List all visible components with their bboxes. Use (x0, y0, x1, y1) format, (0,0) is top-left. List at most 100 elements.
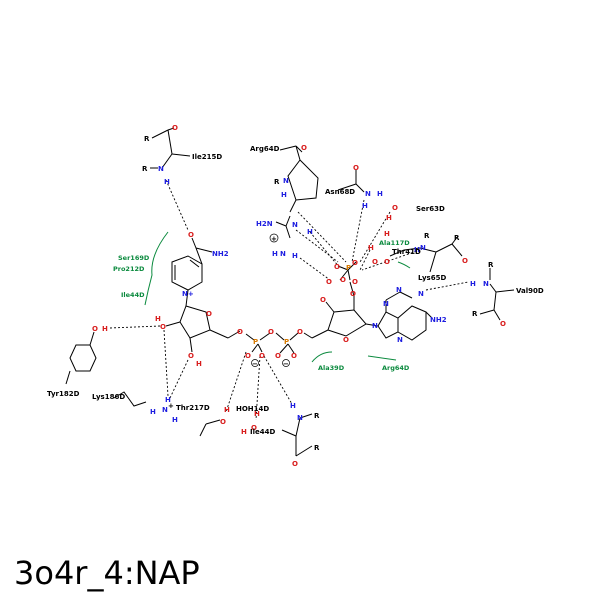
atom-N: N (365, 190, 371, 198)
residue-label-ala39: Ala39D (318, 364, 345, 372)
atom-N: N (292, 221, 298, 229)
atom-H: H (272, 250, 278, 258)
atom-R: R (142, 165, 148, 173)
atom-O: O (343, 336, 349, 344)
atom-H: H (155, 315, 161, 323)
residue-label-ala117: Ala117D (379, 239, 410, 247)
atom-minus: − (283, 360, 289, 368)
hbond-val90 (425, 281, 469, 291)
residue-label-lys186: Lys186D (92, 393, 125, 401)
atom-H: H (241, 428, 247, 436)
hbond-hoh (255, 355, 261, 421)
atom-P: P (253, 338, 258, 346)
residue-label-ser169: Ser169D (118, 254, 150, 262)
residue-label-thr217: Thr217D (176, 404, 210, 412)
residue-label-hoh: HOH14D (236, 405, 269, 413)
atom-H: H (224, 406, 230, 414)
atom-O: O (92, 325, 98, 333)
atom-O: O (297, 328, 303, 336)
adenine-imidazole (377, 311, 399, 339)
residue-label-arg64-hp: Arg64D (382, 364, 410, 372)
atom-R: R (424, 232, 430, 240)
atom-N: N (297, 414, 303, 422)
atom-N: N (162, 406, 168, 414)
amp-ribose-ring (327, 309, 367, 337)
atom-O: O (334, 263, 340, 271)
page-title: 3o4r_4:NAP (14, 554, 200, 592)
nicotinamide-ring (171, 255, 203, 291)
atom-H: H (368, 244, 374, 252)
atom-N: N (418, 290, 424, 298)
residue-label-pro212: Pro212D (113, 265, 145, 273)
atom-O: O (372, 258, 378, 266)
atom-O: O (500, 320, 506, 328)
atom-O: O (268, 328, 274, 336)
atom-O: O (352, 259, 358, 267)
atom-O: O (259, 352, 265, 360)
hbond-ser63 (359, 211, 391, 263)
atom-R: R (472, 310, 478, 318)
hbond-lys186-o3 (169, 359, 189, 399)
residue-label-ile44-hp: Ile44D (121, 291, 145, 299)
atom-N: N (280, 250, 286, 258)
atom-H: H (307, 228, 313, 236)
atom-H: H (290, 402, 296, 410)
atom-O: O (350, 290, 356, 298)
atom-plus: + (168, 402, 174, 410)
atom-Nplus: N+ (182, 290, 194, 298)
atom-O: O (326, 278, 332, 286)
atom-N: N (383, 300, 389, 308)
atom-O: O (275, 352, 281, 360)
atom-NH2: NH2 (212, 250, 229, 258)
atom-O: O (160, 323, 166, 331)
hbond-arg64-op (295, 229, 339, 263)
atom-R: R (314, 412, 320, 420)
hbond-lys186-o2 (163, 329, 169, 397)
atom-H: H (377, 190, 383, 198)
atom-N: N (420, 244, 426, 252)
atom-H: H (292, 252, 298, 260)
residue-label-thr41: Thr41D (392, 248, 421, 256)
hbond-arg-nh2 (297, 211, 347, 263)
atom-O: O (245, 352, 251, 360)
atom-H: H (281, 191, 287, 199)
atom-N: N (396, 286, 402, 294)
atom-H: H (414, 246, 420, 254)
atom-N: N (158, 165, 164, 173)
atom-H: H (150, 408, 156, 416)
atom-N: N (372, 322, 378, 330)
atom-P: P (346, 264, 351, 272)
hydrophobic-arc-ser169 (144, 231, 169, 306)
atom-P: P (284, 338, 289, 346)
atom-R: R (144, 135, 150, 143)
atom-N: N (397, 336, 403, 344)
atom-O: O (320, 296, 326, 304)
atom-O: O (188, 352, 194, 360)
atom-NH2: NH2 (430, 316, 447, 324)
atom-R: R (274, 178, 280, 186)
atom-O: O (172, 124, 178, 132)
residue-label-lys65: Lys65D (418, 274, 446, 282)
atom-N: N (283, 177, 289, 185)
atom-O: O (292, 460, 298, 468)
residue-label-asn68: Asn68D (325, 188, 355, 196)
hbond-asn68 (351, 199, 365, 263)
atom-H: H (362, 202, 368, 210)
residue-label-ile215: Ile215D (192, 153, 222, 161)
atom-H: H (196, 360, 202, 368)
atom-O: O (301, 144, 307, 152)
hbond-ile44 (263, 355, 293, 405)
residue-label-arg64-top: Arg64D (250, 145, 280, 153)
atom-minus: − (252, 360, 258, 368)
atom-O: O (220, 418, 226, 426)
atom-H: H (254, 410, 260, 418)
atom-N: N (483, 280, 489, 288)
atom-O: O (352, 278, 358, 286)
residue-label-val90: Val90D (516, 287, 544, 295)
residue-label-tyr182: Tyr182D (47, 390, 80, 398)
atom-H: H (102, 325, 108, 333)
hbond-thr217 (225, 351, 247, 413)
hbond-ile215 (165, 179, 189, 231)
atom-H: H (470, 280, 476, 288)
